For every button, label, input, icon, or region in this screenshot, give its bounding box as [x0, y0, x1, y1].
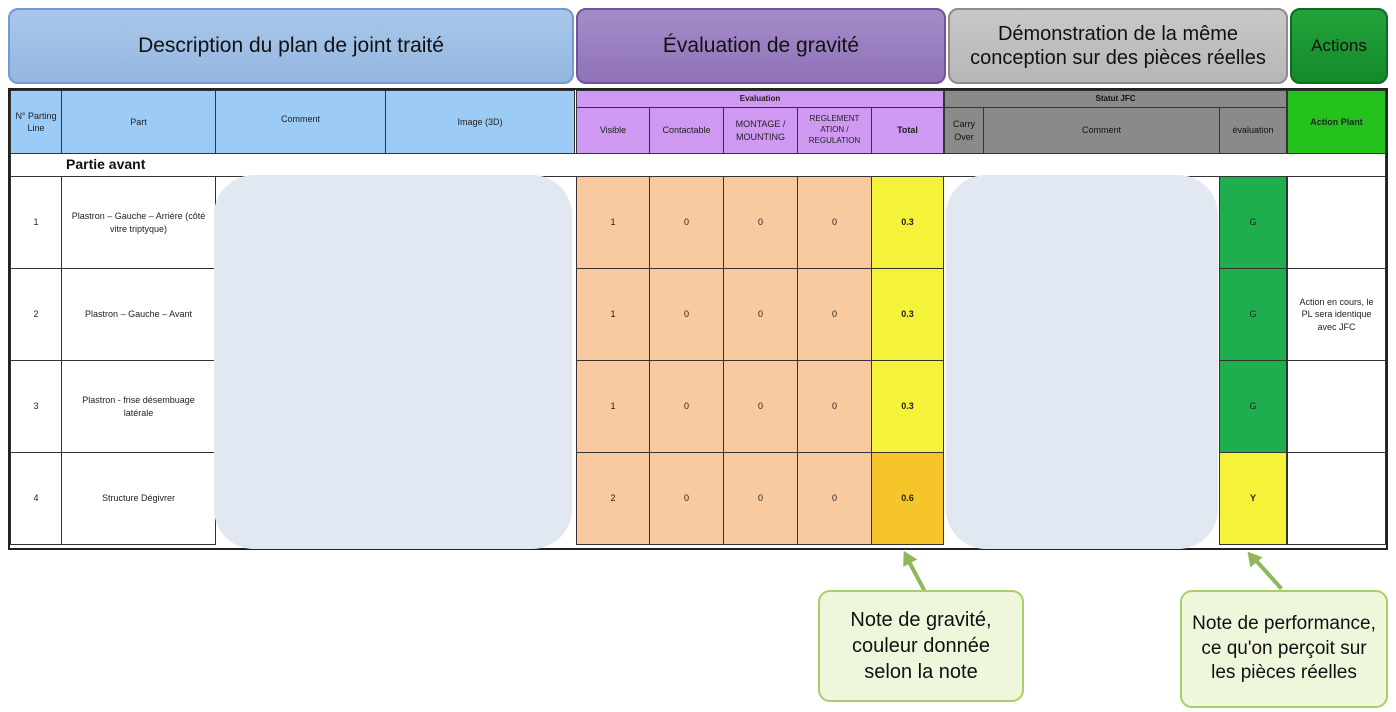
section-label: Partie avant [66, 156, 146, 172]
callout-performance: Note de performance, ce qu'on perçoit su… [1180, 590, 1388, 708]
header-carry-over: Carry Over [944, 107, 984, 154]
row-4-action [1287, 452, 1386, 545]
row-2-no: 2 [10, 268, 62, 361]
header-part: Part [61, 90, 216, 154]
row-2-part: Plastron – Gauche – Avant [61, 268, 216, 361]
header-montage: MONTAGE / MOUNTING [723, 107, 798, 154]
header-total: Total [871, 107, 944, 154]
header-contactable: Contactable [649, 107, 724, 154]
row-1-visible: 1 [576, 176, 650, 269]
header-statut: Statut JFC [944, 90, 1287, 108]
row-1-part: Plastron – Gauche – Arrière (côté vitre … [61, 176, 216, 269]
row-4-no: 4 [10, 452, 62, 545]
row-3-reglementation: 0 [797, 360, 872, 453]
row-1-no: 1 [10, 176, 62, 269]
row-4-contactable: 0 [649, 452, 724, 545]
row-1-contactable: 0 [649, 176, 724, 269]
row-3-action [1287, 360, 1386, 453]
row-2-visible: 1 [576, 268, 650, 361]
header-evaluation: Evaluation [576, 90, 944, 108]
row-1-total: 0.3 [871, 176, 944, 269]
callout-gravity: Note de gravité, couleur donnée selon la… [818, 590, 1024, 702]
header-image: Image (3D) [385, 90, 575, 154]
row-4-montage: 0 [723, 452, 798, 545]
header-statut-comment: Comment [983, 107, 1220, 154]
row-3-total: 0.3 [871, 360, 944, 453]
row-3-part: Plastron - frise désembuage latérale [61, 360, 216, 453]
row-2-action: Action en cours, le PL sera identique av… [1287, 268, 1386, 361]
header-no: N° Parting Line [10, 90, 62, 154]
header-comment: Comment [215, 90, 386, 154]
row-3-evaluation: G [1219, 360, 1287, 453]
row-4-total: 0.6 [871, 452, 944, 545]
banner-demonstration: Démonstration de la même conception sur … [948, 8, 1288, 84]
row-2-total: 0.3 [871, 268, 944, 361]
row-4-reglementation: 0 [797, 452, 872, 545]
row-2-reglementation: 0 [797, 268, 872, 361]
row-4-visible: 2 [576, 452, 650, 545]
banner-evaluation: Évaluation de gravité [576, 8, 946, 84]
row-1-montage: 0 [723, 176, 798, 269]
header-reglementation: REGLEMENT ATION / REGULATION [797, 107, 872, 154]
row-3-montage: 0 [723, 360, 798, 453]
row-4-evaluation: Y [1219, 452, 1287, 545]
row-3-no: 3 [10, 360, 62, 453]
row-1-action [1287, 176, 1386, 269]
header-action-plant: Action Plant [1287, 90, 1386, 154]
header-visible: Visible [576, 107, 650, 154]
banner-description: Description du plan de joint traité [8, 8, 574, 84]
callout-gravity-arrow-icon [896, 547, 918, 567]
row-3-contactable: 0 [649, 360, 724, 453]
row-3-visible: 1 [576, 360, 650, 453]
row-2-montage: 0 [723, 268, 798, 361]
row-2-evaluation: G [1219, 268, 1287, 361]
section-row [10, 153, 1386, 177]
row-1-evaluation: G [1219, 176, 1287, 269]
header-evaluation-col: évaluation [1219, 107, 1287, 154]
row-1-reglementation: 0 [797, 176, 872, 269]
row-4-part: Structure Dégivrer [61, 452, 216, 545]
image-placeholder-left [214, 175, 572, 549]
image-placeholder-right [946, 175, 1218, 549]
row-2-contactable: 0 [649, 268, 724, 361]
banner-actions: Actions [1290, 8, 1388, 84]
